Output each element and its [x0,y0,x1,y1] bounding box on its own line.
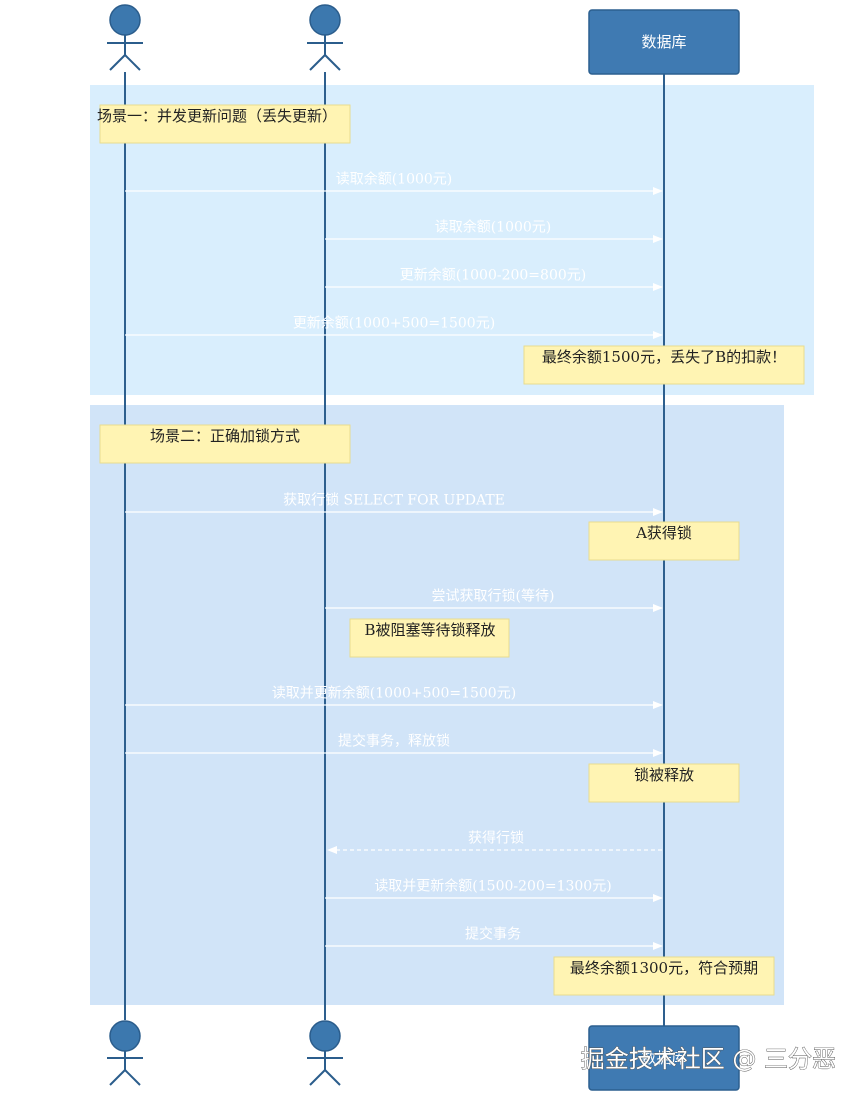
blocked-note-box [349,618,510,658]
watermark: 掘金技术社区 @ 三分恶 [581,1045,836,1073]
actor-b-bottom [307,1020,343,1086]
scene1-final-note: 最终余额1500元，丢失了B的扣款！ [542,348,786,366]
msg-3: 更新余额(1000-200=800元) [400,267,586,284]
scene1-final-note-box [523,345,805,385]
db-label-bottom: 数据库 [641,1049,686,1067]
lock-acquired-note: A获得锁 [635,524,692,542]
scene2-final-note: 最终余额1300元，符合预期 [570,959,758,977]
db-box-bottom: 数据库 [588,1025,740,1091]
msg-6: 尝试获取行锁(等待) [432,588,555,605]
scene2-final-note-box [553,956,775,996]
scene2-title-box [99,424,351,464]
scene2-title: 场景二：正确加锁方式 [150,427,300,445]
msg-4: 更新余额(1000+500=1500元) [293,315,495,332]
db-box-top: 数据库 [588,9,740,75]
msg-7: 读取并更新余额(1000+500=1500元) [272,685,516,702]
msg-10: 读取并更新余额(1500-200=1300元) [374,878,611,895]
msg-8: 提交事务，释放锁 [338,733,450,750]
released-note: 锁被释放 [634,766,694,784]
msg-5: 获取行锁 SELECT FOR UPDATE [283,493,505,509]
scene1-title: 场景一：并发更新问题（丢失更新） [97,107,337,125]
actor-b-top [307,4,343,71]
blocked-note: B被阻塞等待锁释放 [364,621,495,639]
db-label-top: 数据库 [641,33,686,51]
msg-1: 读取余额(1000元) [336,171,453,188]
lock-acquired-note-box [588,521,740,561]
actor-a-bottom [107,1020,143,1086]
actor-a-top [107,4,143,71]
msg-11: 提交事务 [465,926,521,943]
msg-2: 读取余额(1000元) [435,219,552,236]
released-note-box [588,763,740,803]
msg-9: 获得行锁 [468,830,524,847]
scene1-title-box [99,104,351,144]
